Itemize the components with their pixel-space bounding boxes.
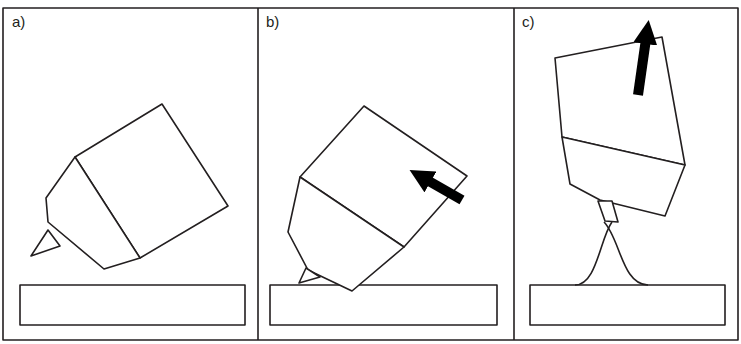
panel-label: b): [266, 14, 279, 29]
torch: [555, 37, 685, 222]
motion-arrow: [420, 176, 462, 200]
workpiece: [530, 285, 725, 325]
workpiece: [270, 285, 497, 325]
panel-label: a): [12, 14, 25, 29]
panel-divider: [513, 8, 515, 340]
panel-label: c): [522, 14, 535, 29]
torch: [31, 104, 228, 269]
weld-arc: [604, 222, 648, 285]
motion-arrow: [638, 32, 647, 95]
panel-divider: [257, 8, 259, 340]
workpiece: [20, 285, 245, 325]
torch: [288, 106, 467, 291]
panel-frame: [3, 8, 738, 340]
weld-arc: [575, 222, 612, 285]
